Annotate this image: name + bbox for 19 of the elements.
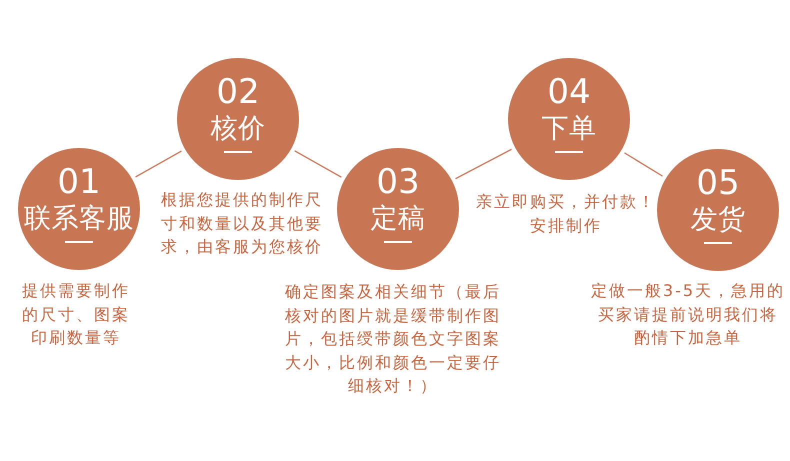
connector-line bbox=[455, 148, 512, 180]
step-number: 04 bbox=[547, 74, 591, 110]
step-title: 下单 bbox=[542, 113, 596, 145]
connector-line bbox=[624, 152, 663, 177]
step-title: 定稿 bbox=[370, 203, 426, 235]
step-number: 01 bbox=[57, 164, 101, 200]
step-title: 联系客服 bbox=[24, 203, 134, 235]
step-title: 核价 bbox=[210, 113, 266, 145]
step-title: 发货 bbox=[690, 204, 746, 236]
step-number: 03 bbox=[376, 164, 420, 200]
step-description: 确定图案及相关细节（最后核对的图片就是缓带制作图片，包括绶带颜色文字图案大小，比例和颜色一定要仔细核对！） bbox=[284, 281, 502, 397]
step-number: 05 bbox=[696, 165, 740, 201]
step-description: 根据您提供的制作尺寸和数量以及其他要求，由客服为您核价 bbox=[160, 189, 324, 258]
step-description: 定做一般3-5天，急用的买家请提前说明我们将酌情下加急单 bbox=[590, 280, 786, 349]
step-description: 亲立即购买，并付款！安排制作 bbox=[475, 191, 657, 236]
connector-line bbox=[135, 150, 182, 178]
step-description: 提供需要制作的尺寸、图案印刷数量等 bbox=[21, 280, 131, 349]
connector-line bbox=[294, 150, 342, 178]
step-number: 02 bbox=[216, 74, 260, 110]
